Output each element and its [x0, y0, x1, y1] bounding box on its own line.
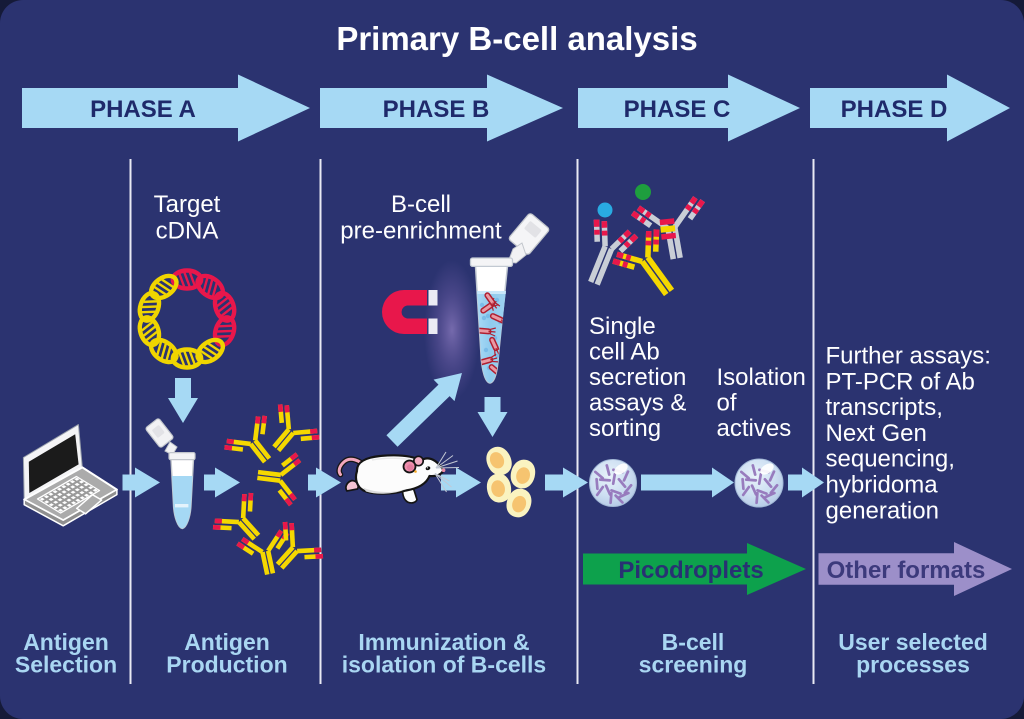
svg-text:PHASE B: PHASE B	[383, 96, 490, 123]
svg-text:Other formats: Other formats	[827, 557, 986, 584]
svg-text:Target: Target	[154, 191, 221, 218]
svg-text:Immunization &: Immunization &	[358, 629, 529, 655]
svg-text:cDNA: cDNA	[156, 218, 219, 245]
svg-text:PHASE A: PHASE A	[90, 96, 196, 123]
svg-text:B-cell: B-cell	[391, 191, 451, 218]
svg-text:Picodroplets: Picodroplets	[618, 557, 763, 584]
svg-text:PHASE D: PHASE D	[841, 96, 948, 123]
svg-text:PT-PCR of Ab: PT-PCR of Ab	[826, 368, 975, 395]
svg-text:Antigen: Antigen	[23, 629, 109, 655]
svg-text:Further assays:: Further assays:	[826, 343, 991, 370]
svg-text:secretion: secretion	[589, 364, 686, 391]
svg-text:Single: Single	[589, 313, 656, 340]
svg-text:of: of	[717, 390, 737, 417]
svg-text:generation: generation	[826, 497, 939, 524]
svg-text:hybridoma: hybridoma	[826, 472, 939, 499]
svg-text:transcripts,: transcripts,	[826, 394, 943, 421]
svg-text:Isolation: Isolation	[717, 364, 806, 391]
svg-text:cell Ab: cell Ab	[589, 339, 660, 366]
svg-text:pre-enrichment: pre-enrichment	[340, 218, 502, 245]
svg-text:sorting: sorting	[589, 415, 661, 442]
svg-text:Antigen: Antigen	[184, 629, 270, 655]
svg-text:assays &: assays &	[589, 390, 686, 417]
svg-text:PHASE C: PHASE C	[624, 96, 731, 123]
svg-text:User selected: User selected	[838, 629, 988, 655]
svg-text:Primary B-cell analysis: Primary B-cell analysis	[336, 20, 697, 57]
svg-text:Selection: Selection	[15, 652, 117, 678]
svg-text:isolation of B-cells: isolation of B-cells	[342, 652, 546, 678]
svg-text:screening: screening	[639, 652, 748, 678]
svg-text:processes: processes	[856, 652, 970, 678]
svg-text:B-cell: B-cell	[662, 629, 725, 655]
svg-text:actives: actives	[717, 415, 792, 442]
svg-text:Next Gen: Next Gen	[826, 420, 927, 447]
svg-text:Production: Production	[166, 652, 287, 678]
svg-text:sequencing,: sequencing,	[826, 446, 955, 473]
